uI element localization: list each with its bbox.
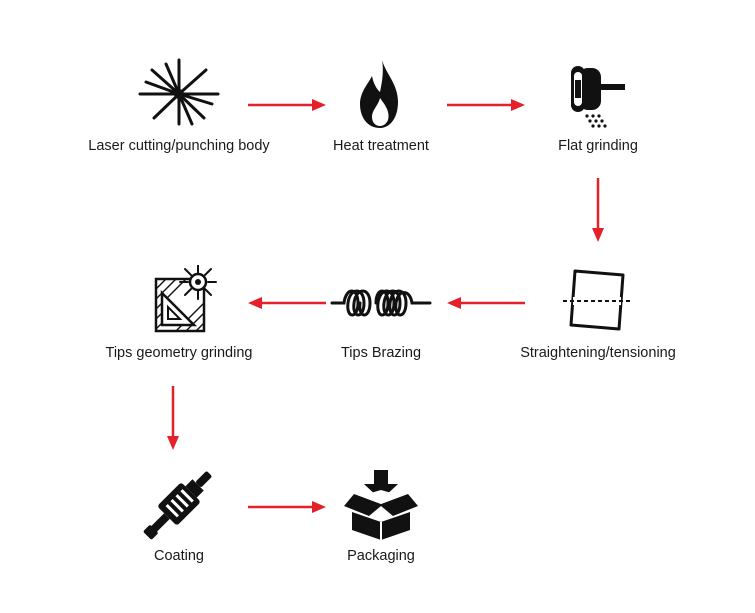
arrow-right-3 [248,501,326,513]
step-label: Packaging [347,548,415,564]
step-straightening: Straightening/tensioning [488,265,708,361]
coil-icon [330,289,432,317]
arrow-left-2 [248,297,326,309]
package-box-icon [344,470,418,540]
step-label: Heat treatment [333,138,429,154]
arrow-left-1 [447,297,525,309]
arrow-right-1 [248,99,326,111]
geometry-grinding-icon [154,265,217,333]
laser-burst-icon [138,58,220,126]
arrow-right-2 [447,99,525,111]
step-heat-treatment: Heat treatment [271,58,491,154]
arrow-down-2 [167,386,179,450]
step-flat-grinding: Flat grinding [488,58,708,154]
step-laser-cutting: Laser cutting/punching body [69,58,289,154]
step-label: Straightening/tensioning [520,345,676,361]
step-label: Flat grinding [558,138,638,154]
grinding-wheel-icon [571,66,625,128]
step-coating: Coating [69,468,289,564]
step-label: Coating [154,548,204,564]
flame-icon [360,60,398,128]
arrow-down-1 [592,178,604,242]
step-label: Tips Brazing [340,345,422,361]
step-label: Laser cutting/punching body [88,138,270,154]
step-label: Tips geometry grinding [105,345,253,361]
straighten-plate-icon [563,269,633,331]
step-packaging: Packaging [271,468,491,564]
spray-nozzle-icon [143,471,212,540]
step-tips-brazing: Tips Brazing [271,265,491,361]
step-tips-geometry-grinding: Tips geometry grinding [69,265,289,361]
